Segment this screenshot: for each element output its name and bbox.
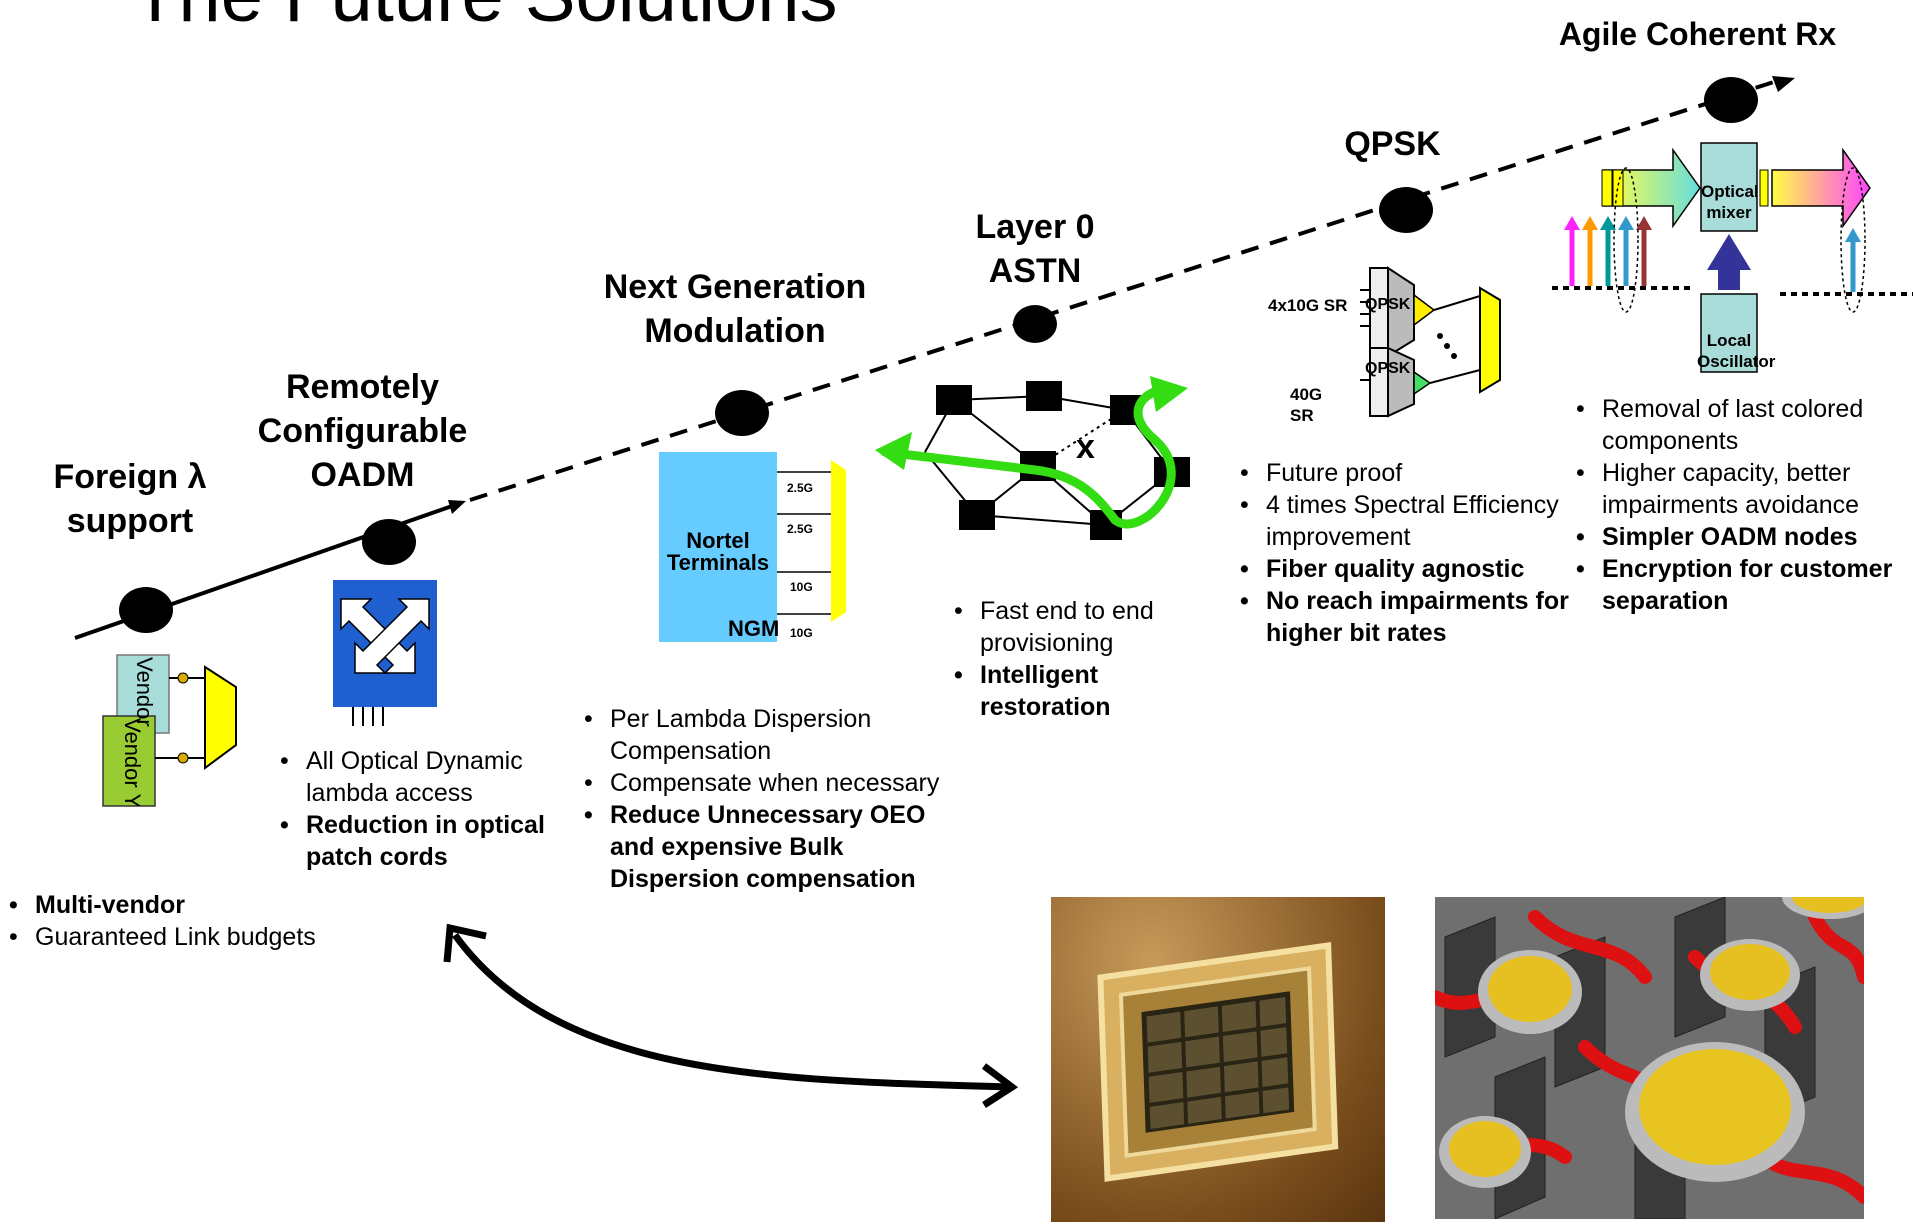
bullet-item: Removal of last colored components (1574, 393, 1913, 457)
timeline-dashed (469, 78, 1781, 502)
bullet-item: 4 times Spectral Efficiency improvement (1238, 489, 1578, 553)
ngm-terminals-icon (659, 452, 846, 642)
vendor-y-box (102, 715, 156, 807)
timeline-arrowhead-1 (448, 500, 466, 514)
bullet-item: Intelligent restoration (952, 659, 1182, 723)
bullet-item: Compensate when necessary (582, 767, 972, 799)
vendor-mux (204, 665, 237, 770)
milestone-dot-coherent (1704, 77, 1758, 123)
rate-label: 10G (790, 626, 813, 640)
bullets-astn: Fast end to end provisioning Intelligent… (952, 595, 1182, 723)
restoration-path (880, 385, 1176, 529)
bullet-item: Higher capacity, better impairments avoi… (1574, 457, 1913, 521)
bullet-item: No reach impairments for higher bit rate… (1238, 585, 1578, 649)
bullet-item: Fast end to end provisioning (952, 595, 1182, 659)
roadm-icon (333, 580, 437, 726)
bullet-item: Fiber quality agnostic (1238, 553, 1578, 585)
bullet-item: Reduce Unnecessary OEO and expensive Bul… (582, 799, 972, 895)
local-oscillator-label: Local Oscillator (1697, 331, 1776, 371)
milestone-dot-astn (1013, 305, 1057, 343)
double-arrow (443, 923, 1019, 1108)
optical-mixer-box (1700, 142, 1758, 232)
bullet-item: Simpler OADM nodes (1574, 521, 1913, 553)
qpsk-input-top-label: 4x10G SR (1268, 296, 1348, 315)
bullet-item: Per Lambda Dispersion Compensation (582, 703, 972, 767)
rate-label: 10G (790, 580, 813, 594)
qpsk-icon (1360, 266, 1501, 418)
rate-label: 2.5G (787, 522, 814, 536)
bullet-item: Multi-vendor (7, 889, 367, 921)
ngm-mux (831, 460, 846, 622)
rate-label: 2.5G (787, 481, 814, 495)
bullet-item: All Optical Dynamic lambda access (278, 745, 578, 809)
local-oscillator-box (1700, 293, 1758, 373)
milestone-label-coherent: Agile Coherent Rx (1558, 16, 1837, 52)
milestone-dot-foreign (119, 587, 173, 633)
milestone-dot-ngm (715, 390, 769, 436)
foreign-lambda-icon (102, 654, 237, 807)
bullet-item: Encryption for customer separation (1574, 553, 1913, 617)
ngm-tag: NGM (728, 616, 780, 641)
nortel-terminals-label: Nortel Terminals (666, 528, 770, 575)
milestone-dot-qpsk (1379, 187, 1433, 233)
mems-chip-photo (1051, 897, 1385, 1222)
slide-title: The Future Solutions (132, 0, 838, 39)
bullets-ngm: Per Lambda Dispersion Compensation Compe… (582, 703, 972, 895)
link-failure-mark: x (1076, 428, 1095, 466)
nortel-terminal-box (659, 452, 777, 642)
qpsk-input-bottom-label: 40G SR (1290, 385, 1323, 425)
milestone-dot-roadm (362, 519, 416, 565)
vendor-y-label: Vendor Y (120, 718, 145, 806)
bullets-qpsk: Future proof 4 times Spectral Efficiency… (1238, 457, 1578, 649)
bullets-coherent: Removal of last colored components Highe… (1574, 393, 1913, 617)
timeline-arrowhead-2 (1772, 76, 1795, 92)
bullet-item: Reduction in optical patch cords (278, 809, 578, 873)
qpsk-block-label: QPSK (1365, 296, 1411, 313)
qpsk-block-label: QPSK (1365, 360, 1411, 377)
bullets-roadm: All Optical Dynamic lambda access Reduct… (278, 745, 578, 873)
bullet-item: Future proof (1238, 457, 1578, 489)
astn-mesh-icon (875, 376, 1190, 540)
bullets-foreign: Multi-vendor Guaranteed Link budgets (7, 889, 367, 953)
coherent-rx-icon (1552, 142, 1913, 373)
bullet-item: Guaranteed Link budgets (7, 921, 367, 953)
milestone-label-qpsk: QPSK (1344, 125, 1441, 163)
optical-mixer-label: Optical mixer (1701, 182, 1759, 222)
mems-mirror-render (1435, 897, 1864, 1219)
